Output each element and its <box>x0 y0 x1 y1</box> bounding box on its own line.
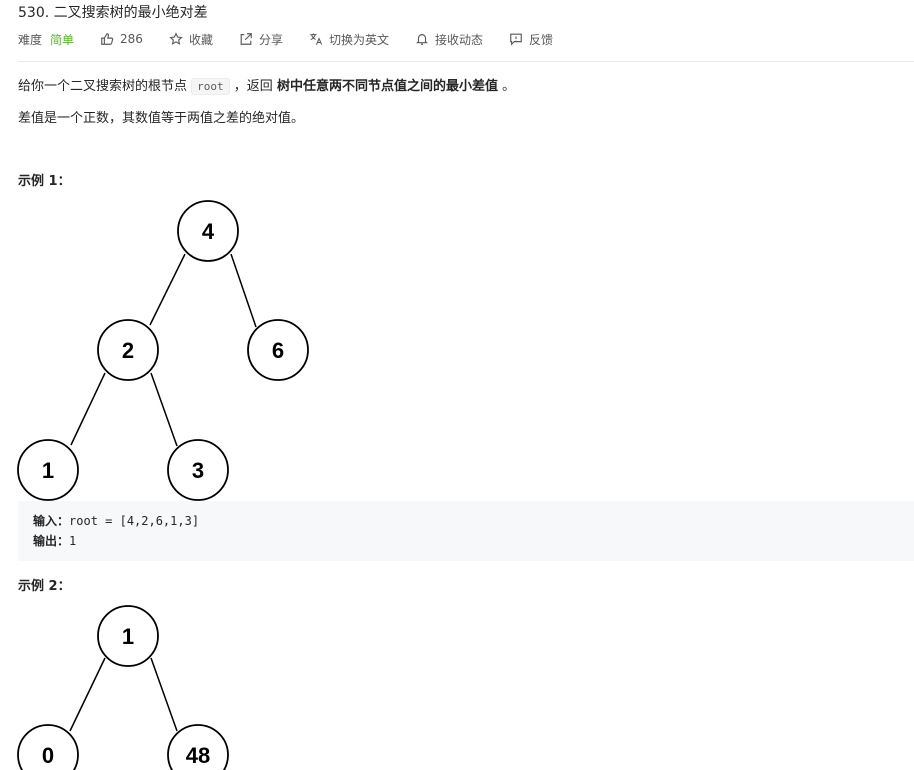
inline-code-root: root <box>191 78 230 95</box>
like-count: 286 <box>120 32 143 46</box>
switch-language-label: 切换为英文 <box>328 32 389 47</box>
header-divider <box>18 61 914 62</box>
thumbs-up-icon <box>101 33 114 45</box>
like-button[interactable]: 286 <box>100 32 143 46</box>
tree-node-value: 2 <box>122 338 134 363</box>
feedback-button[interactable]: 反馈 <box>509 31 553 48</box>
tree-node <box>177 200 239 262</box>
description-bold-text: 树中任意两不同节点值之间的最小差值 <box>276 79 498 94</box>
output-value: 1 <box>69 534 77 548</box>
share-icon <box>240 33 252 45</box>
tree-node-value: 0 <box>42 743 54 768</box>
example-2-tree-image: 1 0 48 <box>17 605 229 770</box>
favorite-button[interactable]: 收藏 <box>169 31 213 48</box>
tree-node <box>167 439 229 501</box>
tree-node-value: 6 <box>272 338 284 363</box>
bell-icon <box>416 34 428 45</box>
star-icon <box>169 32 183 45</box>
feedback-icon <box>510 33 522 46</box>
example-1-io-block: 输入：root = [4,2,6,1,3] 输出：1 <box>18 501 914 561</box>
description-text: ，返回 <box>233 79 273 94</box>
tree-node <box>167 724 229 770</box>
switch-language-button[interactable]: 切换为英文 <box>309 31 389 48</box>
description-text: 。 <box>502 79 516 94</box>
difficulty-label: 难度 <box>18 32 43 47</box>
input-key: 输入： <box>33 514 70 528</box>
share-button[interactable]: 分享 <box>239 31 283 48</box>
subscribe-label: 接收动态 <box>434 32 483 47</box>
translate-icon <box>310 33 323 45</box>
share-label: 分享 <box>258 32 283 47</box>
tree-edge <box>230 253 257 328</box>
subscribe-button[interactable]: 接收动态 <box>415 31 483 48</box>
problem-meta-bar: 难度 简单 286 收藏 分享 切换为英文 接收动态 反馈 <box>18 30 579 48</box>
tree-node-value: 1 <box>42 458 54 483</box>
tree-node-value: 1 <box>122 624 134 649</box>
example-1-label: 示例 1： <box>18 174 71 189</box>
tree-edge <box>150 372 178 447</box>
example-1-tree-image: 4 2 6 1 3 <box>17 200 309 501</box>
difficulty-badge: 简单 <box>50 32 75 47</box>
feedback-label: 反馈 <box>529 32 554 47</box>
tree-edge <box>150 657 178 732</box>
tree-node-value: 4 <box>202 219 215 244</box>
example-1-output: 输出：1 <box>33 532 914 552</box>
tree-edge <box>149 253 186 326</box>
input-value: root = [4,2,6,1,3] <box>69 514 200 528</box>
example-1-input: 输入：root = [4,2,6,1,3] <box>33 512 914 532</box>
example-2-label: 示例 2： <box>18 579 71 594</box>
favorite-label: 收藏 <box>188 32 213 47</box>
tree-node <box>97 605 159 667</box>
tree-node-value: 3 <box>192 458 204 483</box>
tree-node <box>17 439 79 501</box>
tree-node <box>247 319 309 381</box>
problem-title: 530. 二叉搜索树的最小绝对差 <box>18 5 208 21</box>
tree-node-value: 48 <box>186 743 210 768</box>
description-line-2: 差值是一个正数，其数值等于两值之差的绝对值。 <box>18 111 305 126</box>
tree-node <box>17 724 79 770</box>
tree-node <box>97 319 159 381</box>
output-key: 输出： <box>33 534 70 548</box>
description-line-1: 给你一个二叉搜索树的根节点 root ，返回 树中任意两不同节点值之间的最小差值… <box>18 75 516 95</box>
tree-edge <box>70 372 106 446</box>
description-text: 给你一个二叉搜索树的根节点 <box>18 79 188 94</box>
tree-edge <box>69 657 106 732</box>
